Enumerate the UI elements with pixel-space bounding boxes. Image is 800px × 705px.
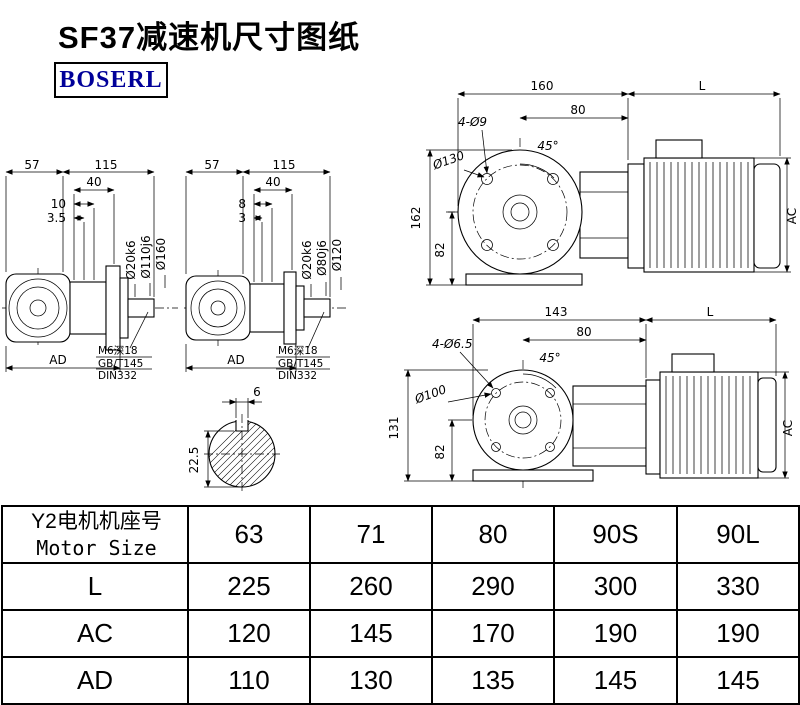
table-row-AC: AC 120 145 170 190 190 bbox=[1, 609, 800, 658]
dim-value-cell: 290 bbox=[431, 562, 555, 611]
dim-3: 3 bbox=[238, 211, 246, 225]
dim-3-5: 3.5 bbox=[47, 211, 66, 225]
dim-ad: AD bbox=[49, 353, 66, 367]
row-label-cell: L bbox=[1, 562, 189, 611]
note-standard: GB/T145 bbox=[98, 358, 143, 370]
dim-82: 82 bbox=[433, 242, 447, 257]
dim-82: 82 bbox=[433, 444, 447, 459]
flange-face bbox=[472, 369, 574, 471]
dim-57: 57 bbox=[24, 158, 39, 172]
motor-fins bbox=[665, 376, 751, 474]
row-label-cell: AC bbox=[1, 609, 189, 658]
gearbox-body-outline bbox=[5, 265, 155, 351]
dim-value-cell: 225 bbox=[187, 562, 311, 611]
motor-size-cell: 71 bbox=[309, 505, 433, 564]
dim-10: 10 bbox=[51, 197, 66, 211]
dim-flange-dia: Ø120 bbox=[330, 239, 344, 271]
motor-size-cell: 63 bbox=[187, 505, 311, 564]
dim-value-cell: 110 bbox=[187, 656, 311, 705]
dim-L: L bbox=[707, 305, 714, 319]
table-header-row: Y2电机机座号 Motor Size 63 71 80 90S 90L bbox=[1, 505, 800, 564]
shaft-section-view: 6 22.5 bbox=[187, 385, 280, 494]
dim-value-cell: 330 bbox=[676, 562, 800, 611]
dim-AC: AC bbox=[781, 420, 795, 436]
dim-spigot-dia: Ø80j6 bbox=[315, 240, 329, 276]
row-label-cell: AD bbox=[1, 656, 189, 705]
dim-57: 57 bbox=[204, 158, 219, 172]
dim-key-depth: 22.5 bbox=[187, 447, 201, 474]
dim-value-cell: 135 bbox=[431, 656, 555, 705]
dim-ad: AD bbox=[227, 353, 244, 367]
motor-and-housing bbox=[472, 353, 777, 482]
dim-value-cell: 145 bbox=[676, 656, 800, 705]
dim-value-cell: 120 bbox=[187, 609, 311, 658]
table-row-L: L 225 260 290 300 330 bbox=[1, 562, 800, 611]
dim-160: 160 bbox=[531, 79, 554, 93]
dim-flange-dia: Ø160 bbox=[154, 238, 168, 270]
dim-131: 131 bbox=[387, 417, 401, 440]
dim-L: L bbox=[699, 79, 706, 93]
boserl-logo-text: BOSERL bbox=[59, 66, 163, 93]
boserl-logo: BOSERL bbox=[54, 62, 168, 98]
spec-table: Y2电机机座号 Motor Size 63 71 80 90S 90L L 22… bbox=[1, 505, 800, 705]
front-view-small: 143 L 80 4-Ø6.5 45° Ø100 131 82 AC bbox=[387, 305, 795, 488]
dimension-lines bbox=[185, 169, 342, 372]
dim-115: 115 bbox=[273, 158, 296, 172]
dim-bolt-holes: 4-Ø9 bbox=[458, 115, 487, 129]
dim-40: 40 bbox=[86, 175, 101, 189]
note-tap: M6深18 bbox=[98, 345, 138, 357]
dim-spigot-dia: Ø110j6 bbox=[139, 235, 153, 278]
dim-162: 162 bbox=[409, 207, 423, 230]
motor-size-header-en: Motor Size bbox=[36, 535, 157, 560]
dim-45deg: 45° bbox=[539, 351, 560, 365]
dim-value-cell: 300 bbox=[553, 562, 678, 611]
motor-size-cell: 90L bbox=[676, 505, 800, 564]
note-din: DIN332 bbox=[278, 370, 317, 382]
motor-size-cell: 80 bbox=[431, 505, 555, 564]
page-title: SF37减速机尺寸图纸 bbox=[58, 20, 361, 55]
flange-face bbox=[457, 149, 583, 275]
dim-value-cell: 145 bbox=[309, 609, 433, 658]
centerlines bbox=[204, 414, 280, 494]
dim-80: 80 bbox=[576, 325, 591, 339]
dim-bolt-circle: Ø130 bbox=[430, 148, 466, 173]
dim-shaft-dia: Ø20k6 bbox=[300, 240, 314, 279]
dim-key-width: 6 bbox=[253, 385, 261, 399]
motor-fins bbox=[649, 162, 749, 268]
dim-bolt-circle: Ø100 bbox=[412, 382, 448, 407]
dim-value-cell: 190 bbox=[676, 609, 800, 658]
dim-143: 143 bbox=[545, 305, 568, 319]
note-standard: GB/T145 bbox=[278, 358, 323, 370]
front-view-large: 160 L 80 4-Ø9 45° Ø130 162 82 AC bbox=[409, 79, 799, 286]
dimension-lines bbox=[204, 398, 262, 488]
motor-size-cell: 90S bbox=[553, 505, 678, 564]
dim-value-cell: 190 bbox=[553, 609, 678, 658]
side-view-1: 57 115 40 10 3.5 Ø20k6 Ø110j6 Ø160 AD M6… bbox=[2, 158, 178, 382]
dimension-lines bbox=[5, 169, 166, 372]
dim-value-cell: 130 bbox=[309, 656, 433, 705]
dim-115: 115 bbox=[95, 158, 118, 172]
dim-AC: AC bbox=[785, 208, 799, 224]
dim-value-cell: 170 bbox=[431, 609, 555, 658]
dim-value-cell: 260 bbox=[309, 562, 433, 611]
dimension-lines bbox=[426, 91, 791, 286]
dim-8: 8 bbox=[238, 197, 246, 211]
motor-and-housing bbox=[465, 139, 781, 286]
note-tap: M6深18 bbox=[278, 345, 318, 357]
table-row-AD: AD 110 130 135 145 145 bbox=[1, 656, 800, 705]
dimension-lines bbox=[404, 317, 789, 482]
dim-80: 80 bbox=[570, 103, 585, 117]
dim-value-cell: 145 bbox=[553, 656, 678, 705]
dim-45deg: 45° bbox=[537, 139, 558, 153]
dim-40: 40 bbox=[265, 175, 280, 189]
note-din: DIN332 bbox=[98, 370, 137, 382]
dim-shaft-dia: Ø20k6 bbox=[124, 240, 138, 279]
dim-bolt-holes: 4-Ø6.5 bbox=[432, 337, 473, 351]
gearbox-body-outline bbox=[185, 271, 331, 345]
side-view-2: 57 115 40 8 3 Ø20k6 Ø80j6 Ø120 AD M6深18 … bbox=[184, 158, 348, 382]
motor-size-header: Y2电机机座号 Motor Size bbox=[1, 505, 189, 564]
motor-size-header-cn: Y2电机机座号 bbox=[31, 510, 162, 534]
